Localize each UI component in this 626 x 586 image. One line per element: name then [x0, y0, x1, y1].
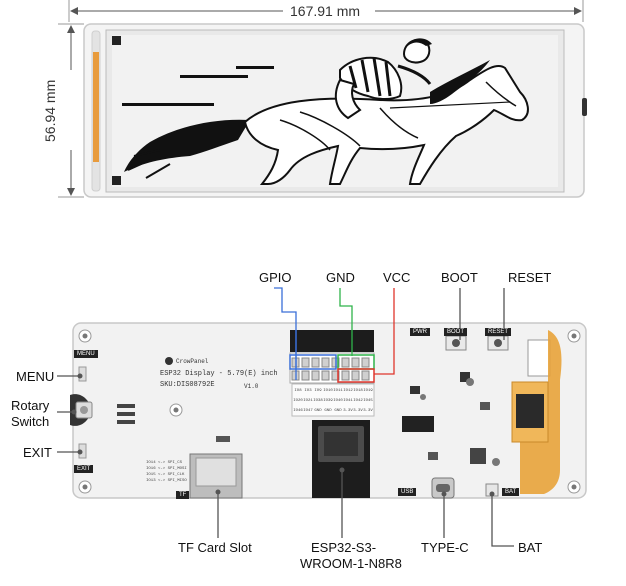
type-c-callout-label: TYPE-C	[421, 540, 469, 555]
header-pin	[301, 357, 310, 368]
sd-pin-label: IO15 <-> SPI_CLK	[146, 473, 185, 477]
header-pin	[361, 357, 370, 368]
menu-tag: MENU	[74, 350, 98, 358]
header-pin-label: IO18	[353, 389, 363, 393]
header-pin	[341, 357, 350, 368]
header-pin-label: IO40	[333, 399, 343, 403]
gpio-pins-highlight	[289, 354, 337, 370]
header-pin-label: GND	[324, 409, 332, 413]
header-pin-label: IO39	[323, 399, 333, 403]
jockey-on-racehorse-illustration	[122, 38, 529, 185]
header-pin	[361, 370, 370, 381]
header-pin-label: IO19	[363, 389, 373, 393]
esp32-module	[312, 420, 370, 498]
rotary-callout-label-line2: Switch	[11, 414, 50, 429]
header-pin	[351, 370, 360, 381]
product-silkscreen: ESP32 Display - 5.79(E) inch	[160, 370, 278, 378]
exit-tag: EXIT	[74, 465, 94, 473]
vcc-callout-label: VCC	[383, 270, 411, 285]
width-dimension-label: 167.91 mm	[290, 3, 361, 19]
module-callout-label-line2: WROOM-1-N8R8	[300, 556, 402, 571]
tf-card-callout-label: TF Card Slot	[178, 540, 252, 555]
callout-lines	[57, 287, 514, 547]
menu-callout-label: MENU	[16, 369, 55, 384]
dimension-height	[58, 23, 84, 198]
exit-callout-dot	[77, 449, 83, 455]
pwr-tag: PWR	[410, 328, 430, 336]
header-pin-label: IO46	[293, 409, 303, 413]
sku-silkscreen: SKU:DIS08792E	[160, 381, 215, 389]
header-pin-label: IO10	[323, 389, 333, 393]
header-pin	[321, 357, 330, 368]
header-pin-label: IO12	[343, 389, 353, 393]
module-callout-dot	[339, 467, 345, 473]
bat-callout-label: BAT	[518, 540, 543, 555]
header-pin-label: IO9	[314, 389, 322, 393]
bat-callout-dot	[489, 491, 495, 497]
sd-pin-label: IO13 <-> SPI_MISO	[146, 479, 187, 483]
header-pin	[351, 357, 360, 368]
bat-tag: BAT	[502, 488, 520, 496]
module-callout-label-line1: ESP32-S3-	[311, 540, 377, 555]
header-pin	[321, 370, 330, 381]
usb-callout-dot	[441, 491, 447, 497]
header-pin-label: IO38	[313, 399, 323, 403]
rotary-switch	[70, 394, 93, 426]
dimension-width	[68, 0, 584, 22]
header-pin	[301, 370, 310, 381]
gnd-callout-label: GND	[326, 270, 355, 285]
header-pin-label: IO41	[343, 399, 353, 403]
header-pin-label: IO3	[304, 389, 312, 393]
header-pin-label: GND	[314, 409, 322, 413]
rotary-callout-label-line1: Rotary	[11, 398, 50, 413]
exit-callout-label: EXIT	[23, 445, 52, 460]
header-pin-label: 3.3V	[343, 409, 353, 413]
rotary-callout-dot	[71, 409, 77, 415]
reset-button	[487, 335, 509, 351]
header-pin-label: 3.3V	[363, 409, 373, 413]
reset-tag: RESET	[485, 328, 512, 336]
brand-silkscreen: CrowPanel	[176, 358, 209, 365]
sd-pin-label: IO16 <-> SPI_MOSI	[146, 467, 187, 471]
boot-callout-label: BOOT	[441, 270, 478, 285]
pin-label-block	[291, 383, 375, 417]
header-pin	[331, 370, 340, 381]
boot-button	[445, 335, 467, 351]
header-pin-label: GND	[334, 409, 342, 413]
tf-callout-dot	[215, 489, 221, 495]
pcb-components	[117, 339, 551, 466]
usb-tag: USB	[398, 488, 417, 496]
crowpanel-logo	[165, 357, 173, 365]
header-pin	[341, 370, 350, 381]
display-flex-cable	[511, 330, 562, 494]
header-pin-label: 3.3V	[353, 409, 363, 413]
reset-callout-label: RESET	[508, 270, 552, 285]
tf-tag: TF	[176, 491, 190, 499]
gpio-callout-label: GPIO	[259, 270, 292, 285]
header-pin-label: IO42	[353, 399, 363, 403]
header-pin-label: IO11	[333, 389, 343, 393]
header-pin	[311, 370, 320, 381]
header-pin-label: IO20	[293, 399, 303, 403]
boot-tag: BOOT	[444, 328, 468, 336]
vcc-pins-highlight	[337, 368, 375, 383]
menu-callout-dot	[77, 373, 83, 379]
sd-pin-label: IO14 <-> SPI_CS	[146, 461, 183, 465]
height-dimension-label: 56.94 mm	[42, 79, 58, 142]
header-pin-label: IO8	[294, 389, 302, 393]
sd-pin-mapping: IO14 <-> SPI_CS IO16 <-> SPI_MOSI IO15 <->…	[146, 460, 188, 484]
header-pin-label: IO21	[303, 399, 313, 403]
usb-type-c-port	[431, 477, 455, 499]
header-pin-label: IO47	[303, 409, 313, 413]
version-silkscreen: V1.0	[244, 383, 259, 390]
header-pin-label: IO45	[363, 399, 373, 403]
header-pin	[311, 357, 320, 368]
